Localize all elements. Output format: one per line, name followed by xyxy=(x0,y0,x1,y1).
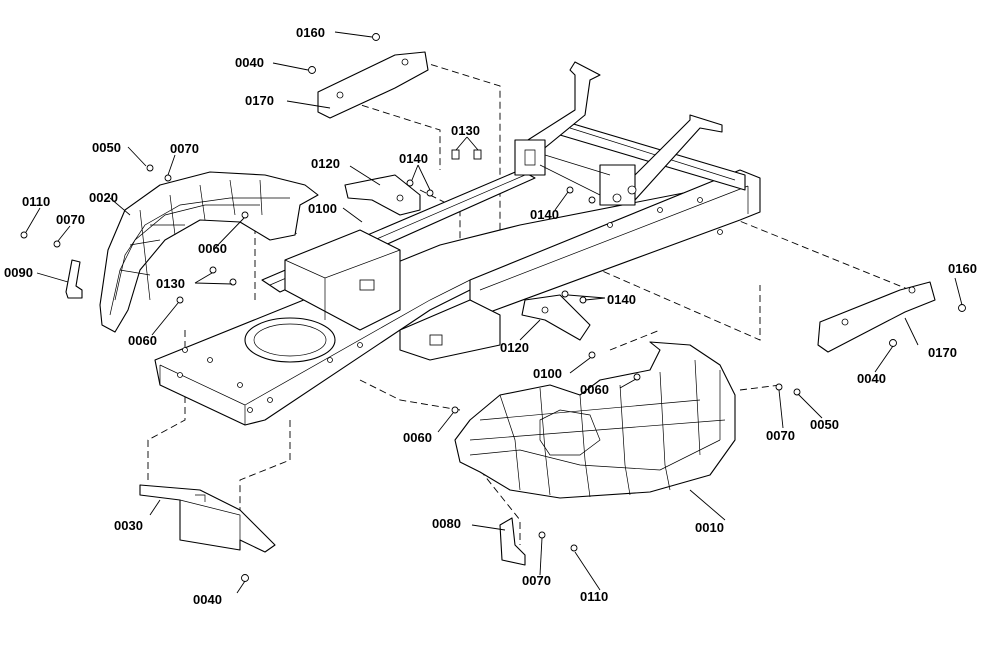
fasteners xyxy=(20,33,966,582)
callout-0090: 0090 xyxy=(4,265,33,280)
callout-0070-right: 0070 xyxy=(766,428,795,443)
callout-0040-low: 0040 xyxy=(193,592,222,607)
bracket-0090 xyxy=(65,259,83,299)
callout-0060-left2: 0060 xyxy=(128,333,157,348)
left-fender xyxy=(99,171,319,333)
callout-0030: 0030 xyxy=(114,518,143,533)
callout-labels: 0160 0040 0170 0130 0050 0070 0120 0140 … xyxy=(4,25,977,607)
callout-0170-right: 0170 xyxy=(928,345,957,360)
callout-0060-low: 0060 xyxy=(403,430,432,445)
leader-lines xyxy=(25,31,963,594)
callout-0050-left: 0050 xyxy=(92,140,121,155)
callout-0110-left: 0110 xyxy=(22,194,50,209)
bracket-0030 xyxy=(139,484,276,553)
callout-0120-top: 0120 xyxy=(311,156,340,171)
callout-0160-right: 0160 xyxy=(948,261,977,276)
callout-0060-left: 0060 xyxy=(198,241,227,256)
callout-0140-top: 0140 xyxy=(399,151,428,166)
callout-0080: 0080 xyxy=(432,516,461,531)
callout-0020: 0020 xyxy=(89,190,118,205)
callout-0140-right: 0140 xyxy=(607,292,636,307)
callout-0060-mid: 0060 xyxy=(580,382,609,397)
bracket-0120-mid xyxy=(521,294,591,341)
right-fender xyxy=(454,341,736,499)
callout-0130-top: 0130 xyxy=(451,123,480,138)
callout-0100-top: 0100 xyxy=(308,201,337,216)
callout-0100-mid: 0100 xyxy=(533,366,562,381)
callout-0040-top: 0040 xyxy=(235,55,264,70)
callout-0010: 0010 xyxy=(695,520,724,535)
callout-0070-left: 0070 xyxy=(170,141,199,156)
callout-0050-right: 0050 xyxy=(810,417,839,432)
shield-top xyxy=(317,51,429,119)
callout-0160-top: 0160 xyxy=(296,25,325,40)
bracket-0080 xyxy=(499,517,526,566)
callout-0070-left2: 0070 xyxy=(56,212,85,227)
callout-0170-top: 0170 xyxy=(245,93,274,108)
callout-0070-low: 0070 xyxy=(522,573,551,588)
shield-right xyxy=(817,281,936,353)
callout-0130-mid: 0130 xyxy=(156,276,185,291)
bracket-0120-top xyxy=(344,174,421,216)
chassis-frame xyxy=(154,61,761,426)
callout-0040-right: 0040 xyxy=(857,371,886,386)
callout-0140-mid: 0140 xyxy=(530,207,559,222)
callout-0110-low: 0110 xyxy=(580,589,608,604)
callout-0120-mid: 0120 xyxy=(500,340,529,355)
